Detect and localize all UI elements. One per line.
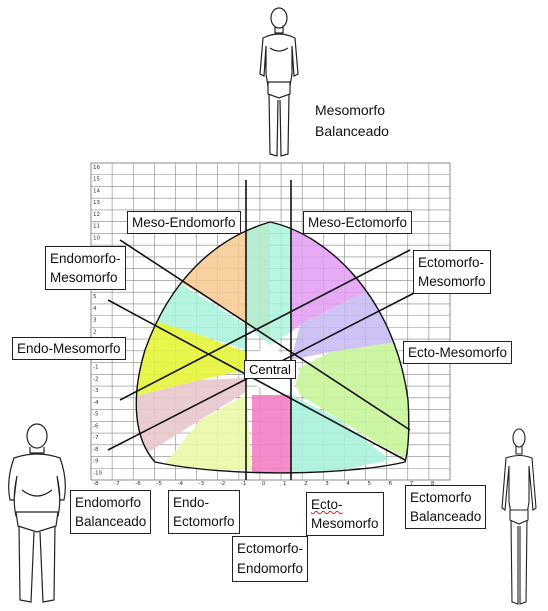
label-ecto-mesomorfo-bottom: Ecto- Mesomorfo xyxy=(306,492,384,536)
region-endomorfo-balanceado xyxy=(136,378,246,470)
diagonal-down-right-b xyxy=(107,299,406,461)
label-meso-ectomorfo: Meso-Ectomorfo xyxy=(303,211,413,234)
diagonal-down-right-a xyxy=(119,239,411,431)
y-tick-label: -10 xyxy=(93,470,102,476)
y-tick-label: -4 xyxy=(93,400,99,406)
y-tick-label: 11 xyxy=(93,224,100,230)
y-tick-label: -7 xyxy=(93,435,99,441)
x-tick-label: -5 xyxy=(156,481,162,487)
y-tick-label: -9 xyxy=(93,459,99,465)
x-tick-label: -3 xyxy=(199,481,205,487)
axis-tick-labels: 161514131211109876543210-1-2-3-4-5-6-7-8… xyxy=(93,165,435,487)
x-tick-label: -1 xyxy=(241,481,246,487)
y-tick-label: -1 xyxy=(93,365,98,371)
label-central: Central xyxy=(244,360,296,379)
x-tick-label: -2 xyxy=(220,481,225,487)
y-tick-label: 3 xyxy=(93,318,97,324)
region-meso-center-top xyxy=(246,222,291,345)
label-ectomorfo-endomorfo: Ectomorfo- Endomorfo xyxy=(232,536,309,582)
y-tick-label: 14 xyxy=(93,188,100,194)
x-tick-label: 6 xyxy=(389,481,393,487)
x-tick-label: -8 xyxy=(93,481,99,487)
x-tick-label: 5 xyxy=(368,481,372,487)
dividing-lines xyxy=(107,180,421,480)
mesomorph-figure-icon xyxy=(259,7,299,157)
diagonal-up-right-a xyxy=(119,249,411,401)
x-tick-label: 8 xyxy=(431,481,435,487)
label-mesomorfo-balanceado: Mesomorfo Balanceado xyxy=(315,102,389,139)
x-tick-label: 3 xyxy=(325,481,329,487)
x-tick-label: 2 xyxy=(304,481,308,487)
y-tick-label: 10 xyxy=(93,235,100,241)
y-tick-label: 16 xyxy=(93,165,100,171)
x-tick-label: 1 xyxy=(283,481,287,487)
label-endomorfo-mesomorfo: Endomorfo- Mesomorfo xyxy=(45,246,126,290)
y-tick-label: -5 xyxy=(93,412,99,418)
label-ectomorfo-mesomorfo: Ectomorfo- Mesomorfo xyxy=(413,250,491,294)
label-ecto-mesomorfo: Ecto-Mesomorfo xyxy=(403,341,513,364)
y-tick-label: -8 xyxy=(93,447,99,453)
y-tick-label: 4 xyxy=(93,306,97,312)
region-ecto-mesomorfo-bottom xyxy=(291,395,390,473)
label-endo-mesomorfo: Endo-Mesomorfo xyxy=(12,337,126,360)
y-tick-label: 13 xyxy=(93,200,100,206)
x-tick-label: 4 xyxy=(346,481,350,487)
y-tick-label: -6 xyxy=(93,423,99,429)
x-tick-label: -6 xyxy=(135,481,141,487)
y-tick-label: 15 xyxy=(93,177,100,183)
region-endo-ectomorfo xyxy=(160,395,252,470)
ectomorph-figure-icon xyxy=(501,428,537,605)
x-tick-label: 0 xyxy=(262,481,266,487)
region-ectomorfo-endomorfo xyxy=(252,395,291,473)
label-meso-endomorfo: Meso-Endomorfo xyxy=(127,211,241,234)
region-ecto-mesomorfo xyxy=(291,340,409,460)
label-endo-ectomorfo: Endo- Ectomorfo xyxy=(168,490,240,534)
endomorph-figure-icon xyxy=(8,423,66,603)
y-tick-label: -2 xyxy=(93,376,98,382)
y-tick-label: -3 xyxy=(93,388,99,394)
x-tick-label: -7 xyxy=(114,481,120,487)
label-ectomorfo-balanceado: Ectomorfo Balanceado xyxy=(405,485,487,529)
x-tick-label: -4 xyxy=(177,481,183,487)
y-tick-label: 5 xyxy=(93,294,97,300)
label-endomorfo-balanceado: Endomorfo Balanceado xyxy=(70,490,152,534)
x-tick-label: 7 xyxy=(410,481,414,487)
y-tick-label: 2 xyxy=(93,329,97,335)
y-tick-label: 12 xyxy=(93,212,100,218)
somatochart-outline xyxy=(135,221,410,474)
